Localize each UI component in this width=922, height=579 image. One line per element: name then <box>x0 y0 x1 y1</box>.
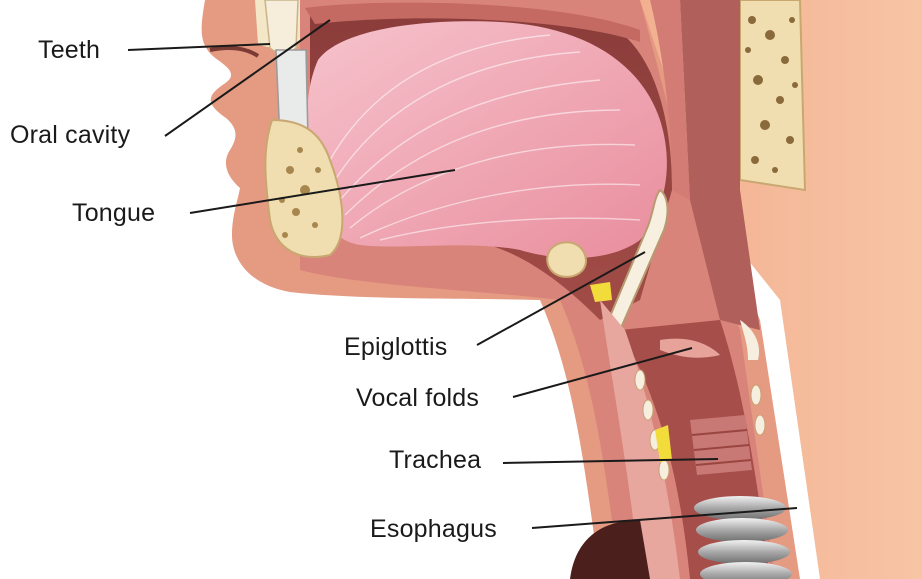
label-teeth: Teeth <box>38 38 100 63</box>
label-tongue: Tongue <box>72 201 155 226</box>
label-oral-cavity: Oral cavity <box>10 123 130 148</box>
label-esophagus: Esophagus <box>370 517 497 542</box>
spine <box>740 0 805 190</box>
label-trachea: Trachea <box>389 448 481 473</box>
label-epiglottis: Epiglottis <box>344 335 447 360</box>
label-vocal-folds: Vocal folds <box>356 386 479 411</box>
